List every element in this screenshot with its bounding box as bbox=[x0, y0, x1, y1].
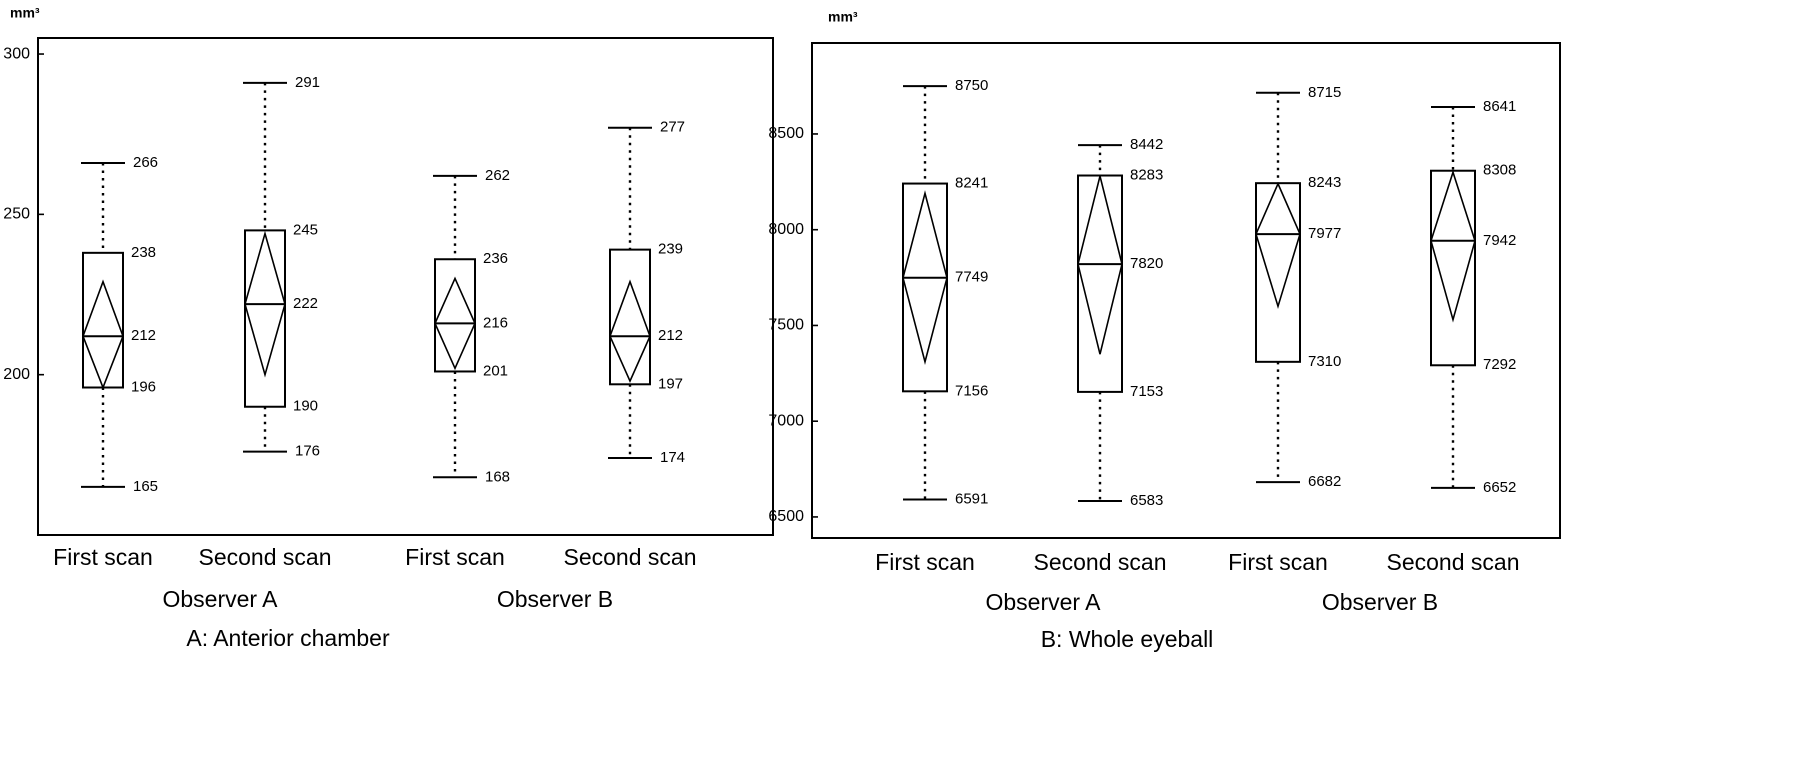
y-tick-label: 250 bbox=[3, 206, 30, 223]
confidence-diamond bbox=[1255, 181, 1301, 310]
q1-value-label: 7310 bbox=[1308, 353, 1341, 370]
iqr-box bbox=[434, 258, 476, 373]
category-label: Second scan bbox=[199, 544, 332, 570]
min-value-label: 176 bbox=[295, 443, 320, 460]
iqr-box bbox=[1430, 169, 1476, 367]
median-value-label: 222 bbox=[293, 295, 318, 312]
q1-value-label: 197 bbox=[658, 375, 683, 392]
y-tick-label: 8500 bbox=[768, 125, 804, 142]
confidence-diamond bbox=[609, 279, 651, 384]
iqr-box bbox=[609, 248, 651, 386]
q1-value-label: 201 bbox=[483, 362, 508, 379]
y-tick-label: 8000 bbox=[768, 221, 804, 238]
q3-value-label: 236 bbox=[483, 250, 508, 267]
median-value-label: 7977 bbox=[1308, 225, 1341, 242]
confidence-diamond bbox=[1430, 169, 1476, 323]
y-axis-unit: mm³ bbox=[828, 9, 858, 25]
iqr-box bbox=[1077, 174, 1123, 393]
median-value-label: 212 bbox=[658, 327, 683, 344]
category-label: First scan bbox=[53, 544, 153, 570]
confidence-diamond bbox=[244, 230, 286, 378]
category-label: Second scan bbox=[564, 544, 697, 570]
min-value-label: 6583 bbox=[1130, 492, 1163, 509]
max-value-label: 262 bbox=[485, 167, 510, 184]
median-value-label: 7820 bbox=[1130, 255, 1163, 272]
panel-title: B: Whole eyeball bbox=[1041, 626, 1214, 652]
max-value-label: 8442 bbox=[1130, 136, 1163, 153]
y-axis-unit: mm³ bbox=[10, 5, 40, 21]
q3-value-label: 8308 bbox=[1483, 162, 1516, 179]
max-value-label: 8641 bbox=[1483, 98, 1516, 115]
confidence-diamond bbox=[434, 276, 476, 371]
iqr-box bbox=[1255, 182, 1301, 363]
median-value-label: 212 bbox=[131, 327, 156, 344]
min-value-label: 165 bbox=[133, 478, 158, 495]
min-value-label: 174 bbox=[660, 449, 685, 466]
category-label: First scan bbox=[875, 549, 975, 575]
min-value-label: 6591 bbox=[955, 490, 988, 507]
category-label: First scan bbox=[1228, 549, 1328, 575]
iqr-box bbox=[902, 182, 948, 393]
max-value-label: 291 bbox=[295, 74, 320, 91]
q3-value-label: 8241 bbox=[955, 175, 988, 192]
confidence-diamond bbox=[902, 190, 948, 365]
y-tick-label: 300 bbox=[3, 45, 30, 62]
q3-value-label: 239 bbox=[658, 241, 683, 258]
y-tick-label: 7500 bbox=[768, 317, 804, 334]
max-value-label: 8715 bbox=[1308, 84, 1341, 101]
min-value-label: 168 bbox=[485, 468, 510, 485]
group-label: Observer A bbox=[162, 586, 278, 612]
panel-title: A: Anterior chamber bbox=[186, 625, 390, 651]
plot-frame bbox=[37, 37, 774, 536]
confidence-diamond bbox=[82, 279, 124, 390]
max-value-label: 277 bbox=[660, 119, 685, 136]
group-label: Observer B bbox=[1322, 589, 1438, 615]
plot-frame bbox=[811, 42, 1561, 539]
iqr-box bbox=[244, 229, 286, 408]
q1-value-label: 190 bbox=[293, 398, 318, 415]
category-label: First scan bbox=[405, 544, 505, 570]
q3-value-label: 8243 bbox=[1308, 174, 1341, 191]
group-label: Observer B bbox=[497, 586, 613, 612]
category-label: Second scan bbox=[1387, 549, 1520, 575]
y-tick-label: 6500 bbox=[768, 508, 804, 525]
confidence-diamond bbox=[1077, 175, 1123, 355]
y-tick-label: 200 bbox=[3, 366, 30, 383]
y-tick-label: 7000 bbox=[768, 412, 804, 429]
q1-value-label: 196 bbox=[131, 378, 156, 395]
median-value-label: 7942 bbox=[1483, 232, 1516, 249]
category-label: Second scan bbox=[1034, 549, 1167, 575]
min-value-label: 6682 bbox=[1308, 473, 1341, 490]
q1-value-label: 7156 bbox=[955, 382, 988, 399]
group-label: Observer A bbox=[985, 589, 1101, 615]
q1-value-label: 7153 bbox=[1130, 383, 1163, 400]
median-value-label: 216 bbox=[483, 314, 508, 331]
q3-value-label: 238 bbox=[131, 244, 156, 261]
q3-value-label: 8283 bbox=[1130, 166, 1163, 183]
q1-value-label: 7292 bbox=[1483, 356, 1516, 373]
q3-value-label: 245 bbox=[293, 221, 318, 238]
min-value-label: 6652 bbox=[1483, 479, 1516, 496]
max-value-label: 266 bbox=[133, 154, 158, 171]
median-value-label: 7749 bbox=[955, 269, 988, 286]
max-value-label: 8750 bbox=[955, 77, 988, 94]
